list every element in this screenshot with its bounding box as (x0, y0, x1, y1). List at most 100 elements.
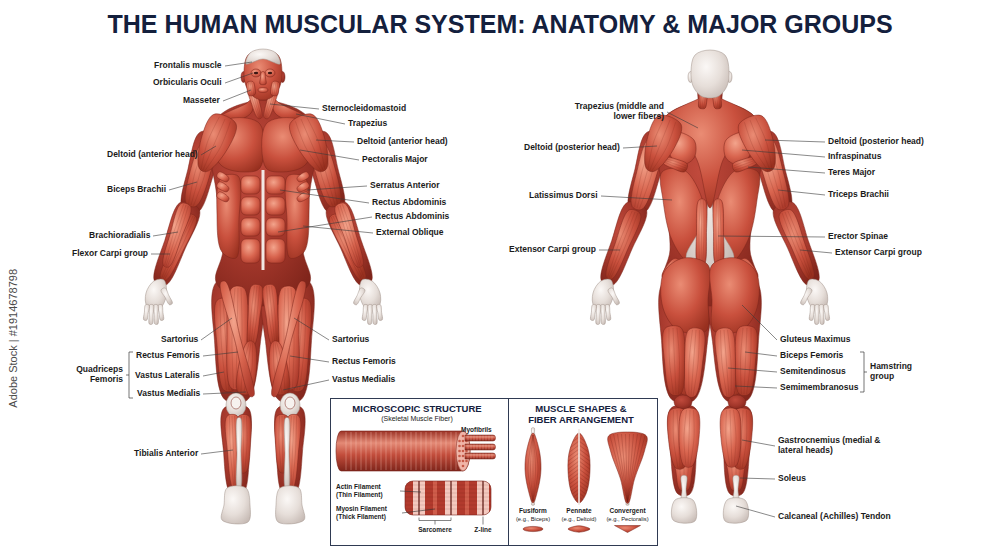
muscle-fiber-line (245, 416, 248, 472)
leader-line (728, 368, 777, 372)
striation (468, 454, 469, 459)
muscle-fiber-line (579, 453, 591, 462)
filament (405, 505, 491, 506)
striation (451, 432, 452, 470)
muscle-fiber-line (693, 330, 699, 396)
part-label: Myofibrils (461, 426, 501, 434)
striation (431, 432, 432, 470)
finger (376, 304, 382, 320)
fusiform-muscle (525, 433, 541, 503)
muscle-label: Sternocleidomastoid (322, 104, 406, 114)
muscle-fiber-line (744, 122, 768, 171)
striation (489, 445, 490, 450)
leader-line (201, 450, 233, 454)
leader-line (294, 318, 329, 340)
nose (260, 72, 267, 85)
myofibril-end (462, 440, 465, 443)
leader-line (283, 380, 329, 390)
rectus-abdominis (266, 176, 285, 194)
muscle-label: Serratus Anterior (370, 181, 440, 191)
arm-base (601, 202, 647, 286)
muscle-fiber-line (279, 416, 282, 472)
leader-line (300, 150, 359, 160)
muscle-fiber-line (579, 493, 591, 502)
muscle-label: Latissimus Dorsi (529, 191, 598, 201)
muscle-fiber-line (579, 481, 591, 490)
leader-line (800, 250, 832, 253)
group-label: Quadriceps Femoris (67, 365, 123, 385)
biceps-femoris (663, 326, 685, 396)
muscle-fiber-line (677, 328, 680, 394)
striation (406, 432, 407, 470)
popliteal (728, 395, 746, 409)
muscle-label: Extensor Carpi group (509, 245, 596, 255)
leader-line (201, 146, 216, 155)
muscle-label: Soleus (778, 474, 806, 484)
sarcomere-outline (405, 481, 491, 515)
striation (477, 454, 478, 459)
muscle-fiber-line (250, 286, 255, 345)
tibia (236, 417, 242, 488)
striation (474, 436, 475, 441)
muscle-fiber-line (628, 434, 638, 502)
finger (368, 304, 373, 324)
striation (401, 432, 402, 470)
foot (276, 486, 305, 524)
muscle-fiber-line (292, 416, 296, 488)
muscle-label: Triceps Brachii (828, 190, 889, 200)
leader-line (742, 440, 775, 446)
rectus-abdominis (241, 197, 260, 215)
leader-line (169, 182, 197, 190)
muscle-fiber-line (567, 481, 579, 490)
muscle-fiber-line (295, 121, 321, 170)
muscle-fiber-line (299, 300, 305, 390)
rectus-abdominis (266, 197, 285, 215)
erector-spinae (696, 199, 707, 266)
muscle-fiber-line (282, 416, 283, 472)
muscle-fiber-line (782, 213, 809, 278)
striation (492, 445, 493, 450)
muscle-fiber-line (567, 437, 579, 446)
panel-subheading: (Skeletal Muscle Fiber) (331, 415, 503, 423)
leader-line (316, 140, 354, 142)
myofibril-end (458, 445, 461, 448)
gluteus-maximus (661, 258, 711, 334)
gastrocnemius (679, 408, 700, 467)
leader-line (745, 352, 777, 356)
arm-base (326, 202, 372, 286)
z-line (450, 481, 451, 515)
rectus-abdominis (266, 218, 285, 236)
z-line (482, 481, 483, 515)
striation (468, 445, 469, 450)
muscle-label: Trapezius (middle and lower fibers) (564, 102, 664, 122)
muscle-fiber-line (735, 161, 757, 169)
muscle-fiber-line (232, 416, 235, 488)
muscle-fiber-line (567, 477, 579, 486)
leader-line (270, 104, 319, 109)
myofibril-end (462, 445, 465, 448)
muscle-fiber-line (273, 82, 275, 95)
striation (471, 436, 472, 441)
myofibril-end (462, 435, 465, 438)
muscle-fiber-line (579, 469, 591, 478)
gastrocnemius (720, 408, 741, 467)
orbicularis-oculi (265, 69, 275, 77)
patella (285, 397, 295, 409)
muscle-fiber-line (201, 117, 219, 170)
muscle-fiber-line (579, 437, 591, 446)
masseter (246, 81, 255, 96)
muscle-fiber-line (165, 204, 184, 265)
central-tendon (578, 429, 580, 505)
rectus-abdominis (241, 176, 260, 194)
muscle-fiber-line (703, 200, 705, 265)
muscle-fiber-line (716, 200, 718, 265)
striation (474, 445, 475, 450)
muscle-fiber-line (610, 213, 637, 278)
myofibril (465, 435, 496, 441)
semitendinosus (684, 328, 705, 398)
watermark: Adobe Stock | #1914678798 (7, 269, 20, 408)
myofibril-end (458, 450, 461, 453)
arm-base (773, 202, 819, 286)
filament (405, 497, 491, 498)
muscle-fiber-line (567, 469, 579, 478)
